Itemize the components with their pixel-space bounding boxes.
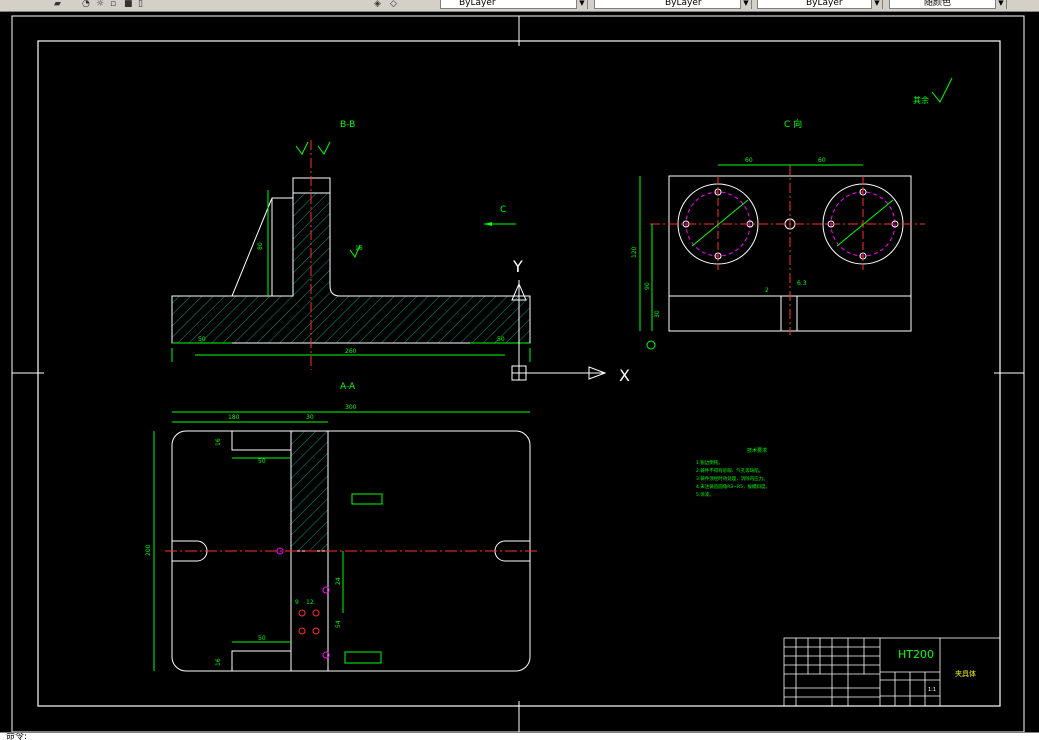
chevron-down-icon[interactable]: ▼ (576, 0, 587, 9)
title-block (783, 637, 1001, 707)
svg-text:30: 30 (654, 310, 661, 318)
svg-text:16: 16 (215, 658, 222, 666)
svg-text:16: 16 (215, 438, 222, 446)
tech-notes: 技术要求 1.锐边倒钝。 2.铸件不得有砂眼、气孔等缺陷。 3.铸件须经时效处理… (696, 447, 770, 498)
svg-text:6.3: 6.3 (797, 280, 807, 287)
svg-text:200: 200 (145, 544, 152, 556)
roughness-other: 其余 (913, 77, 953, 105)
svg-text:24: 24 (335, 577, 342, 585)
svg-text:技术要求: 技术要求 (747, 447, 767, 454)
layer-previous-icon[interactable]: ◇ (390, 0, 397, 9)
svg-text:300: 300 (345, 404, 357, 411)
layer-bylayer-combo[interactable]: ByLayer ▼ (440, 0, 588, 9)
lineweight-combo[interactable]: ByLayer ▼ (757, 0, 883, 9)
svg-text:2.铸件不得有砂眼、气孔等缺陷。: 2.铸件不得有砂眼、气孔等缺陷。 (696, 467, 763, 474)
arrow-c-label: C (500, 205, 506, 215)
svg-text:50: 50 (497, 336, 505, 343)
view-bb: B-B 260 50 50 80 16 C (171, 120, 531, 370)
title-material: HT200 (898, 648, 934, 661)
command-prompt: 命令: (6, 732, 28, 740)
view-aa: A-A 300 180 30 200 16 50 50 16 24 (145, 382, 540, 672)
svg-text:60: 60 (818, 157, 826, 164)
layer-states-icon[interactable]: ▰ (54, 0, 61, 9)
svg-text:260: 260 (345, 348, 357, 355)
command-line[interactable]: 命令: (0, 732, 1039, 740)
lock-icon[interactable]: ▫ (110, 0, 117, 9)
lineweight-combo-value: ByLayer (806, 0, 843, 8)
title-scale: 1:1 (928, 687, 936, 693)
view-aa-title: A-A (340, 382, 356, 392)
ucs-x-label: X (619, 366, 630, 385)
plotstyle-combo-value: 随颜色 (924, 0, 952, 8)
toolbar: ▰ ◔ ☼ ▫ ■ ▯ ◈ ◇ ByLayer ▼ ByLayer ▼ ByLa… (0, 0, 1039, 12)
svg-text:1.锐边倒钝。: 1.锐边倒钝。 (696, 459, 723, 466)
chevron-down-icon[interactable]: ▼ (995, 0, 1006, 9)
svg-text:60: 60 (745, 157, 753, 164)
drawing-canvas[interactable]: B-B 260 50 50 80 16 C (0, 12, 1039, 733)
svg-text:180: 180 (228, 414, 240, 421)
svg-text:50: 50 (258, 458, 266, 465)
layer-combo-value: ByLayer (459, 0, 496, 8)
svg-text:其余: 其余 (913, 95, 929, 105)
svg-text:12: 12 (306, 599, 314, 606)
svg-text:3.铸件须经时效处理，消除内应力。: 3.铸件须经时效处理，消除内应力。 (696, 475, 768, 482)
sun-icon[interactable]: ☼ (96, 0, 105, 9)
ucs-icon: Y X (511, 257, 630, 385)
linetype-combo[interactable]: ByLayer ▼ (594, 0, 752, 9)
svg-text:54: 54 (335, 620, 342, 628)
svg-text:120: 120 (631, 246, 638, 258)
bb-rib (231, 197, 273, 297)
view-c-title: C 向 (784, 118, 802, 130)
lightbulb-icon[interactable]: ◔ (82, 0, 90, 9)
layer-name-icon[interactable]: ▯ (138, 0, 143, 9)
svg-text:30: 30 (306, 414, 314, 421)
svg-text:50: 50 (258, 635, 266, 642)
ucs-y-label: Y (512, 257, 523, 276)
svg-text:16: 16 (355, 245, 363, 252)
svg-text:4.未注铸造圆角R3~R5，拔模斜度。: 4.未注铸造圆角R3~R5，拔模斜度。 (696, 483, 770, 490)
svg-text:9: 9 (295, 599, 299, 606)
linetype-combo-value: ByLayer (665, 0, 702, 8)
svg-text:5.涂漆。: 5.涂漆。 (696, 491, 714, 498)
view-bb-title: B-B (340, 120, 355, 130)
view-c: C 向 60 60 120 90 30 2 6.3 (631, 118, 925, 350)
color-square-icon[interactable]: ■ (124, 0, 133, 9)
chevron-down-icon[interactable]: ▼ (740, 0, 751, 9)
title-part-name: 夹具体 (955, 669, 976, 678)
chevron-down-icon[interactable]: ▼ (871, 0, 882, 9)
drawing-svg[interactable]: B-B 260 50 50 80 16 C (0, 12, 1039, 733)
svg-text:80: 80 (257, 242, 264, 250)
sheet-outer-frame (11, 15, 1025, 733)
svg-text:50: 50 (198, 336, 206, 343)
svg-text:2: 2 (765, 287, 769, 294)
make-current-icon[interactable]: ◈ (374, 0, 381, 9)
aa-hatched-rib (290, 430, 329, 552)
svg-text:90: 90 (644, 282, 651, 290)
plotstyle-combo[interactable]: 随颜色 ▼ (889, 0, 1007, 9)
bb-hatched-section (171, 192, 531, 344)
